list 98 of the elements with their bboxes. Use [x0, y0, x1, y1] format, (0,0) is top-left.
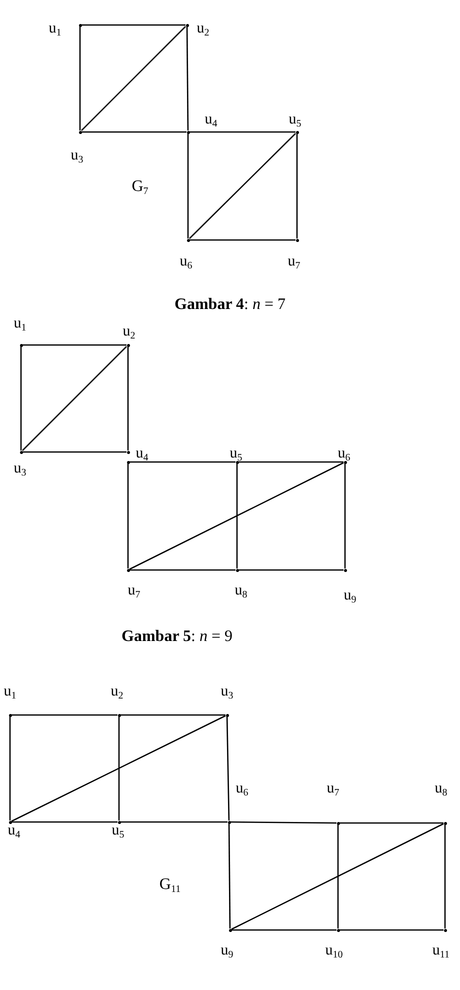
vertex-point — [186, 24, 188, 26]
vertex-label: u$_{2}$ — [122, 324, 136, 342]
graph-edge — [238, 569, 344, 571]
graph-edge — [120, 821, 228, 823]
vertex-label: u$_{9}$ — [220, 944, 234, 960]
graph-edge — [127, 346, 129, 450]
graph-edge — [340, 822, 444, 824]
vertex-label: u$_{7}$ — [288, 254, 300, 272]
vertex-label: u$_{10}$ — [325, 944, 343, 960]
vertex-point — [78, 130, 82, 134]
vertex-point — [126, 344, 130, 346]
graph-edge — [344, 464, 346, 568]
vertex-point — [226, 714, 228, 716]
vertex-label: u$_{11}$ — [432, 944, 450, 960]
vertex-label: u$_{7}$ — [326, 782, 340, 798]
graph-label: G$_{11}$ — [159, 877, 181, 895]
vertex-point — [236, 568, 238, 572]
graph-edge — [11, 715, 226, 822]
graph-edge — [186, 26, 189, 130]
graph-edge — [79, 26, 81, 130]
graph-edge — [340, 929, 444, 931]
graph-edge — [337, 824, 339, 928]
vertex-label: u$_{6}$ — [180, 254, 192, 272]
vertex-point — [228, 820, 230, 824]
vertex-point — [296, 130, 298, 134]
graph-edge — [231, 823, 444, 930]
vertex-label: u$_{5}$ — [112, 824, 124, 840]
graph-edge — [238, 461, 344, 463]
vertex-point — [20, 344, 22, 346]
graph-edge — [187, 134, 189, 238]
graph-edge — [120, 714, 226, 716]
graph-edge — [82, 131, 186, 133]
vertex-label: u$_{5}$ — [230, 446, 242, 464]
graph-edge — [12, 821, 118, 823]
vertex-point — [236, 460, 238, 464]
vertex-point — [126, 568, 130, 572]
vertex-label: u$_{1}$ — [4, 684, 16, 702]
graph-edge — [130, 569, 236, 571]
figure-caption: Gambar 5: n = 9 — [122, 629, 232, 645]
vertex-point — [20, 450, 22, 454]
vertex-point — [126, 460, 130, 464]
graph-edge — [9, 716, 11, 820]
graph-edge — [232, 929, 336, 931]
graph-label: G$_{7}$ — [132, 179, 148, 197]
vertex-label: u$_{6}$ — [236, 782, 248, 798]
graph-edge — [81, 26, 186, 131]
vertex-label: u$_{4}$ — [8, 824, 20, 840]
graph-edge — [22, 344, 126, 346]
vertex-label: u$_{2}$ — [196, 22, 210, 38]
vertex-label: u$_{3}$ — [14, 462, 26, 478]
vertex-point — [228, 928, 232, 932]
vertex-label: u$_{8}$ — [234, 584, 248, 600]
vertex-label: u$_{8}$ — [434, 782, 448, 798]
vertex-label: u$_{6}$ — [338, 446, 350, 464]
vertex-label: u$_{4}$ — [204, 112, 218, 130]
graph-edge — [22, 451, 126, 453]
vertex-point — [336, 928, 340, 932]
vertex-point — [444, 928, 446, 932]
graph-edge — [130, 461, 236, 463]
graph-edge — [118, 716, 120, 820]
graph-edge — [226, 716, 230, 821]
graph-edge — [190, 239, 296, 241]
vertex-label: u$_{1}$ — [48, 22, 62, 38]
graph-edge — [22, 346, 127, 451]
graph-edge — [236, 464, 238, 568]
vertex-point — [8, 820, 12, 824]
vertex-point — [118, 714, 120, 716]
vertex-label: u$_{7}$ — [128, 584, 140, 600]
vertex-point — [344, 568, 346, 572]
graph-edge — [228, 824, 231, 928]
vertex-point — [296, 238, 298, 242]
graph-edge — [12, 714, 118, 716]
graph-edge — [82, 24, 186, 26]
vertex-point — [336, 822, 340, 824]
vertex-label: u$_{2}$ — [110, 684, 124, 702]
graph-edge — [296, 134, 298, 238]
vertex-label: u$_{9}$ — [344, 588, 356, 606]
graph-edge — [20, 346, 22, 450]
graph-edge — [127, 464, 129, 568]
vertex-label: u$_{1}$ — [14, 316, 26, 334]
vertex-point — [186, 130, 190, 134]
vertex-label: u$_{3}$ — [220, 684, 234, 702]
vertex-label: u$_{4}$ — [136, 446, 148, 464]
vertex-point — [126, 450, 130, 454]
vertex-point — [118, 820, 120, 824]
vertex-label: u$_{5}$ — [288, 112, 302, 130]
graph-edge — [190, 131, 296, 133]
vertex-point — [186, 238, 190, 242]
vertex-point — [78, 24, 82, 26]
vertex-point — [8, 714, 12, 716]
graph-edge — [230, 821, 336, 824]
graph-edge — [129, 462, 344, 570]
vertex-point — [344, 460, 346, 464]
vertex-label: u$_{3}$ — [70, 148, 84, 166]
vertex-point — [444, 822, 446, 824]
graph-edge — [189, 133, 296, 239]
graph-edge — [444, 824, 446, 928]
figure-caption: Gambar 4: n = 7 — [174, 297, 286, 313]
